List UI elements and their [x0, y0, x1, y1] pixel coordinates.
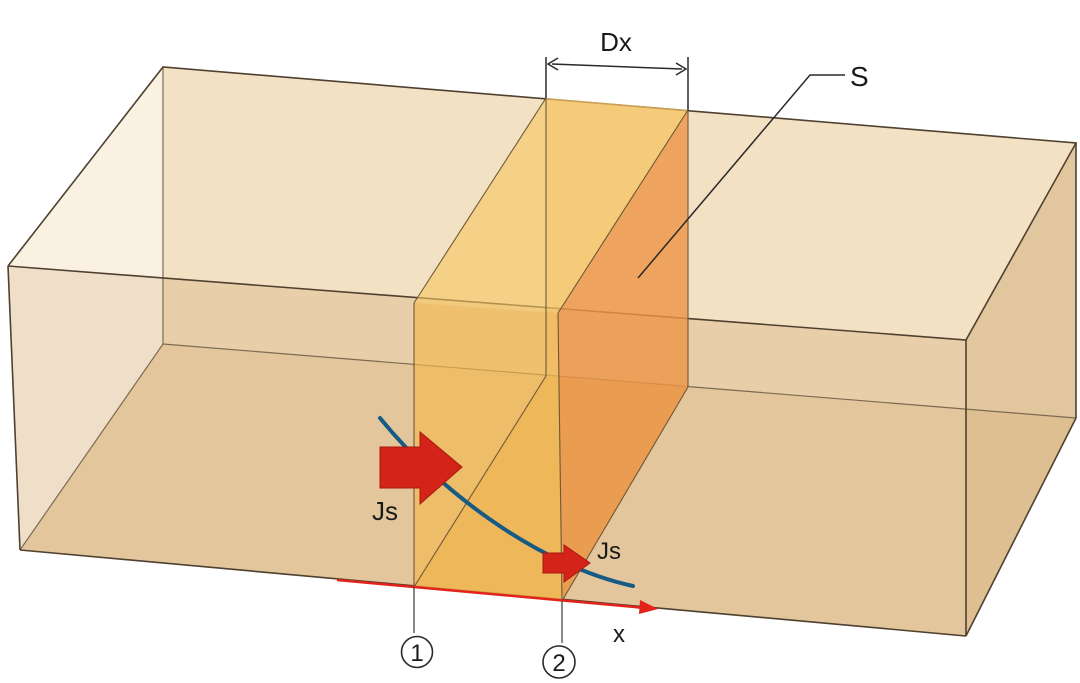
dx-dimension	[545, 57, 689, 110]
section-marker-1: ① 1	[400, 587, 434, 669]
section-marker-2: ② 2	[542, 601, 576, 679]
svg-text:2: 2	[552, 650, 565, 677]
flux-label-large: Js	[372, 496, 398, 526]
dx-label: Dx	[600, 27, 632, 57]
surface-s	[558, 110, 688, 601]
slab-top	[414, 98, 688, 313]
box-right-face	[966, 143, 1076, 636]
slab-front	[414, 303, 562, 601]
svg-text:1: 1	[410, 640, 423, 667]
flux-label-small: Js	[597, 538, 621, 565]
slab-volume	[413, 97, 689, 602]
x-axis-label: x	[613, 621, 625, 648]
surface-leader-line	[637, 74, 845, 279]
surface-label: S	[850, 61, 869, 92]
flux-arrow-large	[379, 430, 463, 506]
flux-arrow-small	[542, 544, 591, 583]
x-axis-arrow	[336, 578, 658, 614]
